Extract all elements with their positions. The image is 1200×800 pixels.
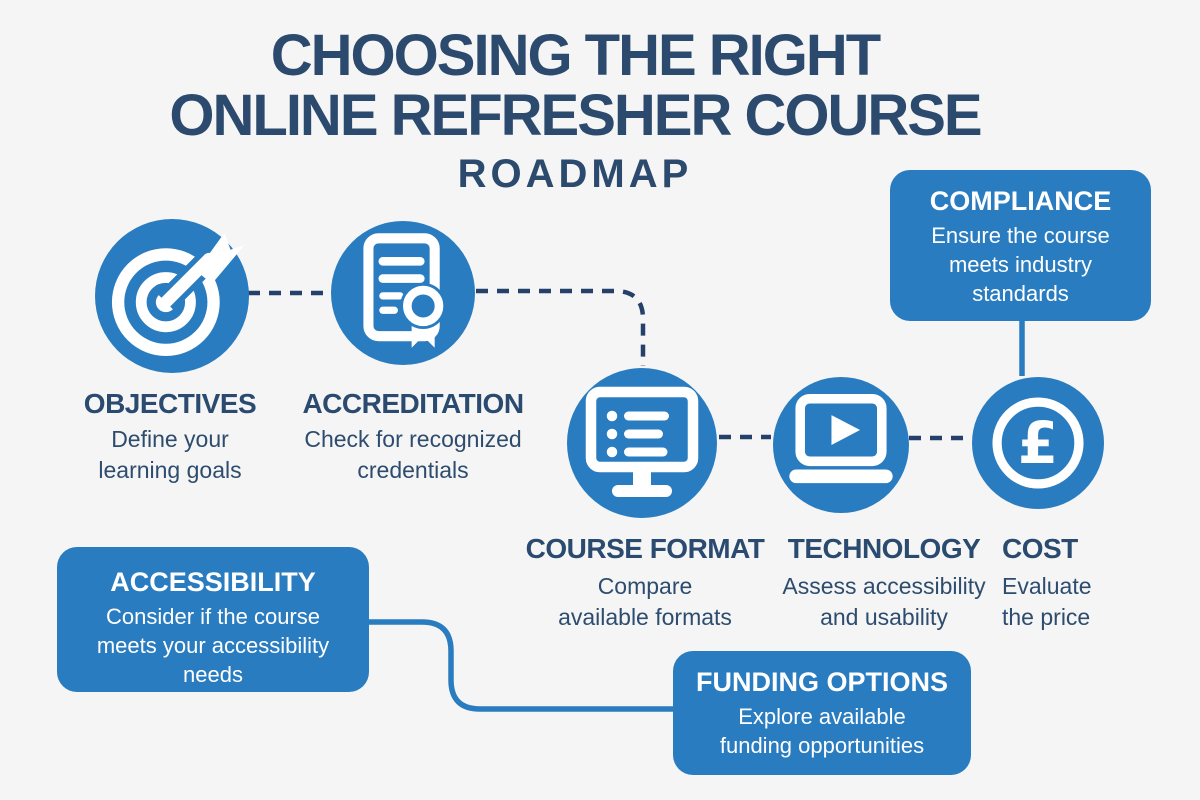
step-cost-description: Evaluate the price [1002,573,1092,630]
callout-compliance-description: Ensure the course meets industry standar… [931,223,1110,306]
title-line-3: ROADMAP [457,152,693,196]
callout-funding-options-title: FUNDING OPTIONS [695,667,948,697]
step-accreditation-circle [331,221,475,365]
callout-accessibility-title: ACCESSIBILITY [110,567,316,597]
step-course-format-description: Compare available formats [558,573,732,630]
callout-funding-options: FUNDING OPTIONS Explore available fundin… [673,651,971,775]
laptop-play-icon [789,394,893,484]
step-objectives-label: OBJECTIVES [83,388,257,419]
step-course-format-circle [567,368,717,518]
step-objectives-description: Define your learning goals [98,426,242,483]
callout-compliance: COMPLIANCE Ensure the course meets indus… [890,170,1151,321]
step-technology-circle [773,377,909,513]
certificate-icon [363,233,447,348]
step-course-format-label: COURSE FORMAT [525,533,765,564]
step-cost-label: COST [1002,533,1078,564]
step-technology-label: TECHNOLOGY [787,533,981,564]
pound-symbol: £ [1018,409,1058,477]
callout-compliance-title: COMPLIANCE [929,186,1112,216]
title-line-1: CHOOSING THE RIGHT [270,23,881,88]
connector-accreditation-course-format [476,288,646,366]
step-cost-circle: £ [972,377,1104,509]
step-accreditation-description: Check for recognized credentials [304,426,522,483]
pound-coin-icon: £ [992,397,1084,489]
page-title: CHOOSING THE RIGHT ONLINE REFRESHER COUR… [0,26,1150,198]
connector-accessibility-funding [368,619,674,712]
title-line-2: ONLINE REFRESHER COURSE [169,83,982,148]
step-accreditation-label: ACCREDITATION [302,388,524,419]
callout-accessibility-description: Consider if the course meets your access… [96,604,330,687]
step-objectives-circle [95,219,249,373]
callout-accessibility: ACCESSIBILITY Consider if the course mee… [57,547,369,692]
target-icon [111,232,245,357]
monitor-list-icon [585,386,699,497]
step-technology-description: Assess accessibility and usability [782,573,986,630]
callout-funding-options-description: Explore available funding opportunities [719,704,925,758]
